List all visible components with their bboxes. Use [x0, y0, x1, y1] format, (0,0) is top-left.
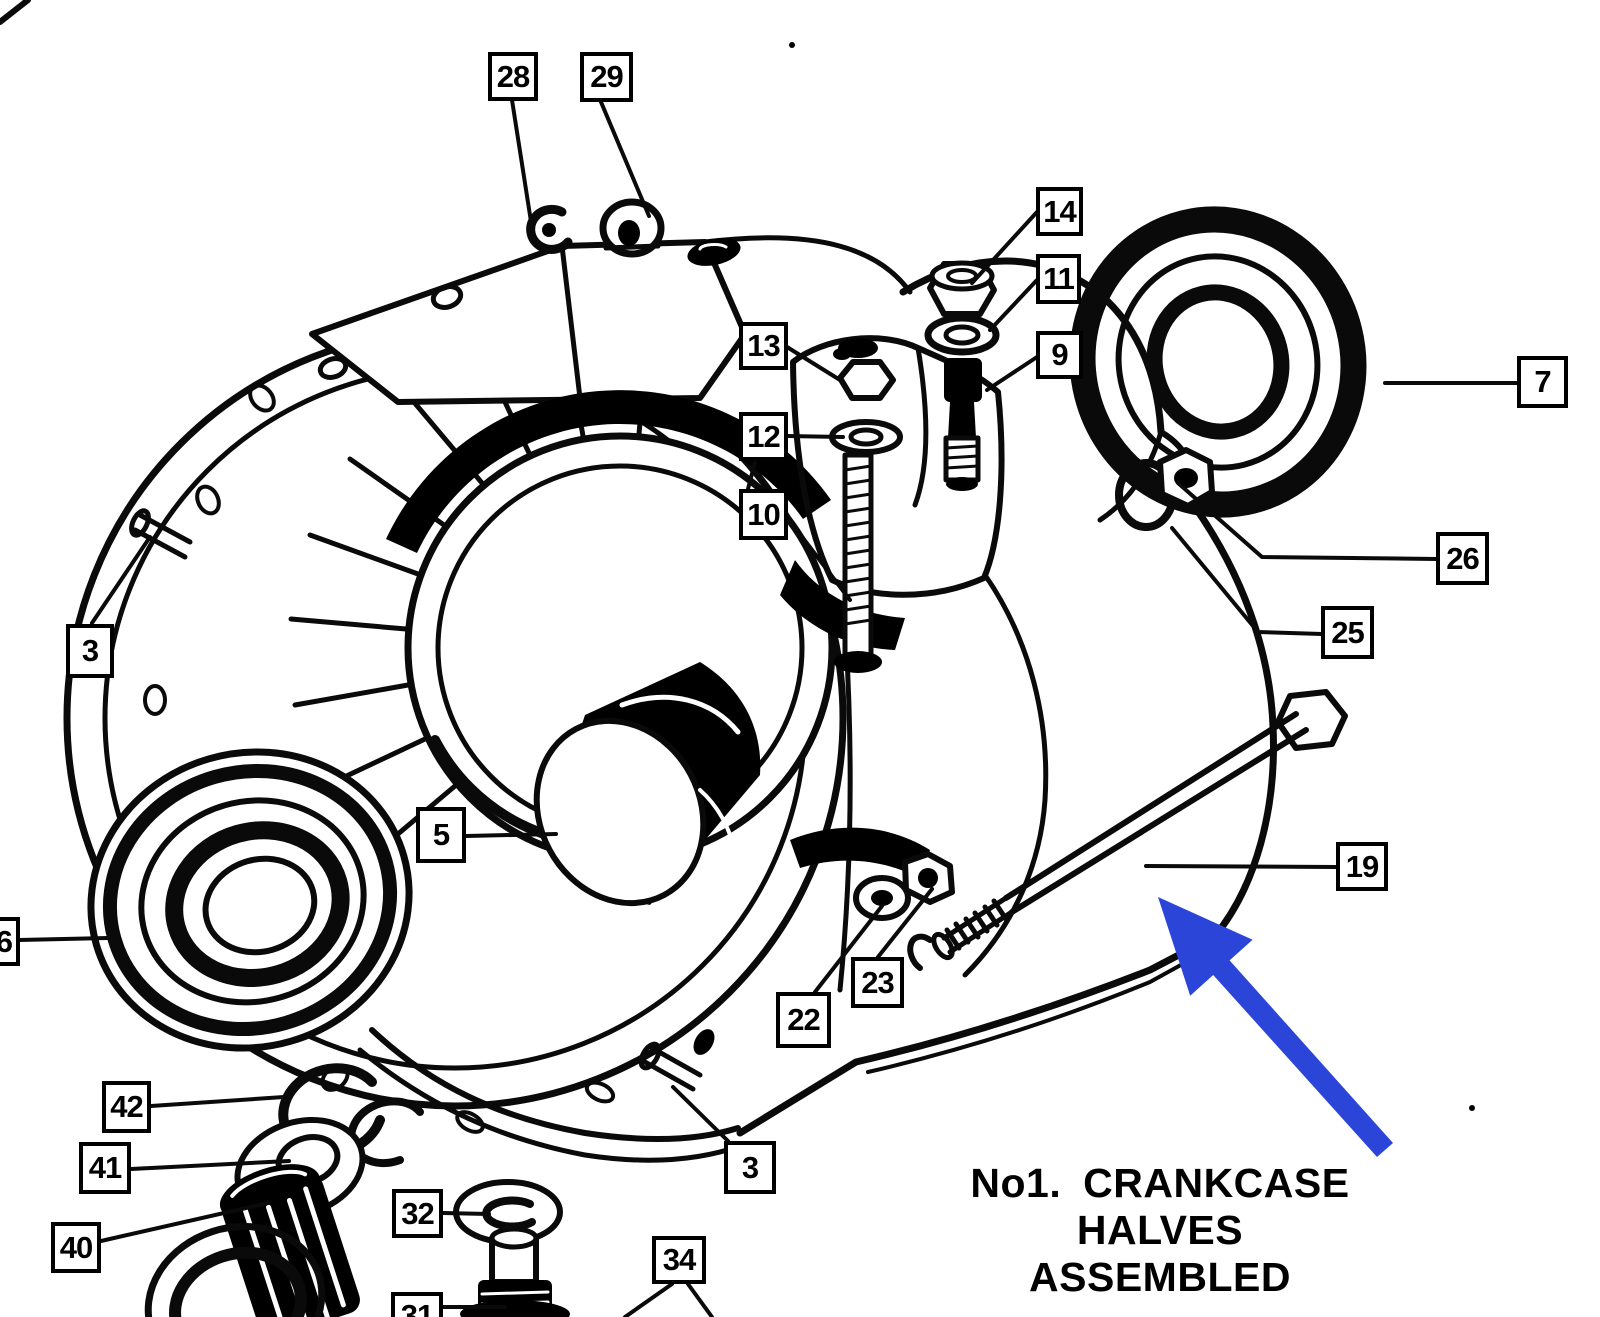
callout-22: 22 [776, 992, 831, 1048]
bottom-flange-stud [357, 1027, 743, 1317]
callout-label: 32 [401, 1195, 434, 1231]
stud-nut-washer-right [924, 260, 1000, 491]
callout-label: 14 [1043, 193, 1076, 229]
callout-3-left: 3 [66, 624, 114, 678]
callout-3-bottom: 3 [724, 1141, 776, 1194]
callout-label: 9 [1051, 337, 1068, 372]
callout-42: 42 [102, 1081, 151, 1133]
bearing-boss [533, 662, 761, 907]
callout-13: 13 [739, 322, 788, 370]
callout-label: 25 [1331, 614, 1364, 650]
callout-28: 28 [488, 52, 538, 101]
callout-label: 31 [400, 1298, 434, 1317]
callout-label: 26 [1446, 540, 1479, 576]
callout-label: 7 [1534, 364, 1551, 399]
print-dot [1469, 1105, 1475, 1111]
callout-label: 29 [590, 59, 623, 94]
callout-label: 13 [747, 328, 780, 363]
caption-line-1: No1. CRANKCASE HALVES [970, 1160, 1350, 1253]
callout-14: 14 [1036, 187, 1083, 236]
callout-9: 9 [1036, 331, 1083, 379]
callout-25: 25 [1321, 606, 1374, 659]
callout-label: 34 [662, 1242, 696, 1277]
main-bearing [87, 748, 413, 1052]
callout-23: 23 [851, 957, 904, 1008]
callout-label: 3 [741, 1149, 759, 1185]
diagram-caption: No1. CRANKCASE HALVES ASSEMBLED [880, 1160, 1440, 1301]
callout-19: 19 [1336, 842, 1388, 891]
callout-label: 19 [1345, 848, 1379, 884]
callout-41: 41 [79, 1142, 131, 1194]
lower-nut-washer [853, 851, 955, 921]
callout-40: 40 [51, 1222, 101, 1273]
gear-stack [144, 1063, 424, 1317]
callout-12: 12 [739, 412, 788, 461]
callout-label: 12 [747, 418, 780, 454]
callout-label: 42 [110, 1089, 143, 1124]
callout-label: 41 [88, 1150, 122, 1185]
callout-7: 7 [1517, 356, 1568, 408]
callout-label: 28 [496, 58, 530, 94]
callout-label: 22 [787, 1002, 820, 1037]
callout-10: 10 [739, 489, 788, 540]
callout-26: 26 [1436, 532, 1489, 585]
callout-34: 34 [652, 1236, 706, 1284]
crop-mark [0, 0, 31, 25]
callout-label: 3 [81, 633, 99, 668]
callout-6-clipped: 6 [0, 917, 20, 966]
side-nut-washer [1115, 447, 1215, 531]
callout-label: 11 [1043, 261, 1075, 296]
callout-29: 29 [580, 52, 633, 102]
leader-lines [17, 98, 1520, 1317]
callout-label: 40 [59, 1229, 93, 1265]
through-bolt [907, 689, 1348, 971]
callout-32: 32 [392, 1189, 443, 1238]
callout-5: 5 [416, 807, 466, 863]
callout-label: 6 [0, 923, 13, 959]
caption-line-2: ASSEMBLED [1029, 1254, 1291, 1300]
callout-label: 5 [432, 817, 450, 852]
callout-label: 10 [747, 496, 780, 532]
callout-label: 23 [861, 964, 894, 1000]
callout-11: 11 [1036, 254, 1081, 304]
stud-nut-washer-center [829, 338, 903, 673]
callout-31: 31 [391, 1292, 443, 1317]
dowel-pins [129, 508, 715, 1092]
oil-seal-ring [1069, 206, 1367, 518]
highlight-arrow-shape [1158, 897, 1393, 1157]
print-dot [789, 42, 795, 48]
highlight-arrow [1158, 897, 1393, 1157]
